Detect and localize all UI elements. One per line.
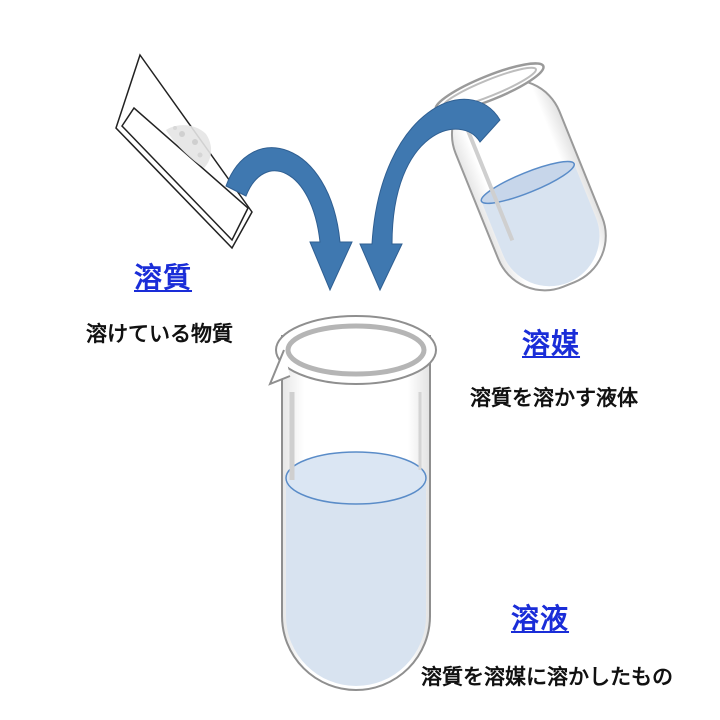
curved-arrow-icon <box>225 147 353 292</box>
solvent-term: 溶媒 <box>522 327 581 360</box>
solute-term: 溶質 <box>134 261 193 294</box>
paper-packet-icon <box>115 53 253 250</box>
arrow-solute-to-solution <box>225 147 353 292</box>
tilted-beaker-icon <box>434 62 607 292</box>
test-tube-beaker-icon <box>268 315 437 691</box>
curved-arrow-icon <box>359 98 501 292</box>
arrow-solvent-to-solution <box>359 98 501 292</box>
solute-description: 溶けている物質 <box>86 322 233 346</box>
solution-term: 溶液 <box>511 602 570 635</box>
solution-description: 溶質を溶媒に溶かしたもの <box>421 665 673 689</box>
solvent-description: 溶質を溶かす液体 <box>470 386 638 410</box>
